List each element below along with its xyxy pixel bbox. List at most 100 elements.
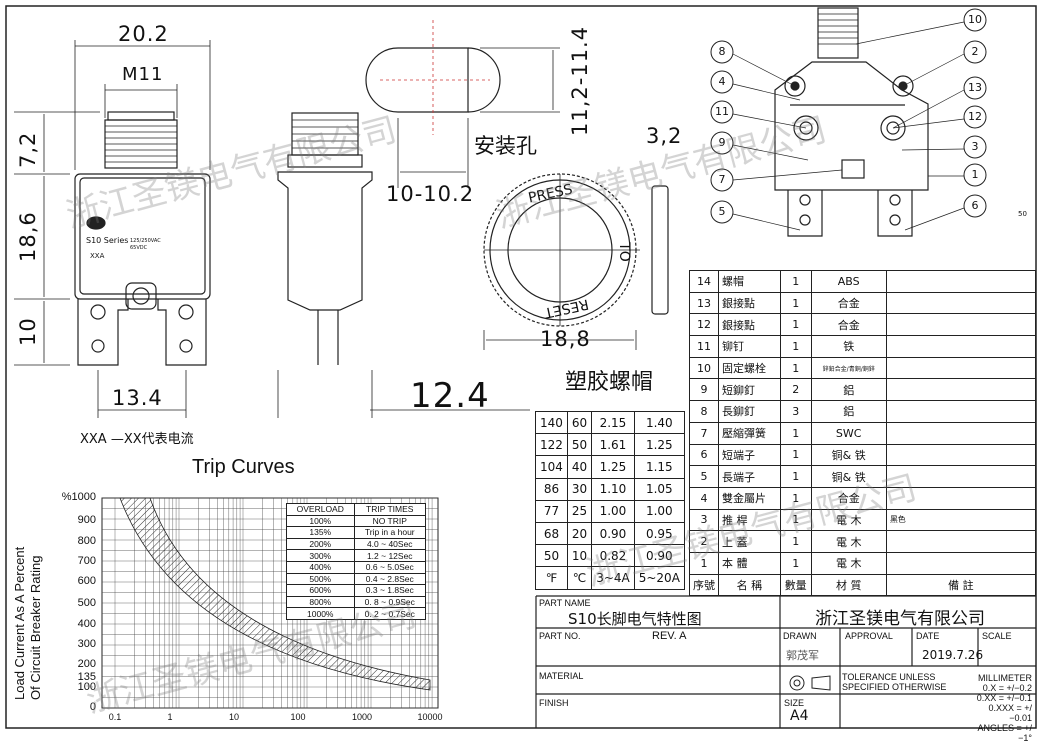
bom-remarks xyxy=(885,270,1037,293)
size-label: SIZE xyxy=(784,698,805,708)
label-xxa: XXA xyxy=(90,252,105,260)
bom-material: SWC xyxy=(810,421,887,445)
bom-name: 長端子 xyxy=(718,465,781,488)
tolerance-0x: 0.X = +/−0.2 xyxy=(982,683,1032,693)
trip-time: NO TRIP xyxy=(353,514,426,528)
bom-material: 電 木 xyxy=(810,551,887,575)
finish-label: FINISH xyxy=(539,698,569,708)
trip-time: 0. 8 ~ 0.9Sec xyxy=(353,595,426,609)
tolerance-line-2: SPECIFIED OTHERWISE xyxy=(842,682,947,692)
factor-5-20a: 1.25 xyxy=(633,433,685,457)
dim-cap-diameter: 18,8 xyxy=(540,327,591,351)
side-note: 50 xyxy=(1018,210,1027,218)
material-label: MATERIAL xyxy=(539,671,584,681)
factor-5-20a: 0.95 xyxy=(633,521,685,546)
bom-name: 銀接點 xyxy=(718,313,781,337)
dim-width: 20.2 xyxy=(118,22,169,46)
bom-no: 10 xyxy=(689,356,719,380)
trip-curves-ylabel: Load Current As A Percent Of Circuit Bre… xyxy=(12,547,44,700)
bom-header-qty: 數量 xyxy=(779,573,812,597)
overload-header-overload: OVERLOAD xyxy=(286,503,355,516)
y-tick: 400 xyxy=(77,618,96,630)
factor-5-20a: 1.00 xyxy=(633,499,685,523)
overload-row: 200%4.0 ~ 40Sec xyxy=(286,537,426,551)
bom-no: 13 xyxy=(689,291,719,315)
bom-name: 本 體 xyxy=(718,551,781,575)
x-tick: 100 xyxy=(290,712,306,722)
bom-material: 鋁 xyxy=(810,378,887,402)
bom-remarks xyxy=(885,530,1037,553)
bom-no: 4 xyxy=(689,486,719,510)
overload-percent: 300% xyxy=(286,549,355,562)
bom-name: 固定螺栓 xyxy=(718,356,781,380)
overload-header-row: OVERLOAD TRIP TIMES xyxy=(286,503,426,516)
overload-row: 800%0. 8 ~ 0.9Sec xyxy=(286,595,426,609)
approval-label: APPROVAL xyxy=(845,631,893,641)
plastic-nut-label: 塑胶螺帽 xyxy=(565,370,654,395)
bom-no: 14 xyxy=(689,270,719,293)
tolerance-unit: MILLIMETER xyxy=(977,673,1032,683)
tolerance-0xx: 0.XX = +/−0.1 xyxy=(976,693,1032,703)
temp-c: 10 xyxy=(566,544,593,568)
dim-hole-height: 11,2-11.4 xyxy=(568,25,592,136)
bom-material: 鋁 xyxy=(810,400,887,423)
bom-qty: 1 xyxy=(779,270,812,293)
overload-percent: 500% xyxy=(286,572,355,586)
bom-qty: 1 xyxy=(779,335,812,358)
dim-thread: M11 xyxy=(122,64,164,85)
label-series: S10 Series xyxy=(86,236,129,245)
bom-name: 長鉚釘 xyxy=(718,400,781,423)
y-tick: 0 xyxy=(89,701,96,713)
bom-material: 铜& 铁 xyxy=(810,465,887,488)
temp-f: ℉ xyxy=(535,566,568,590)
bom-name: 推 桿 xyxy=(718,508,781,532)
y-tick: 800 xyxy=(77,535,96,547)
y-tick: 600 xyxy=(77,575,96,587)
temp-f: 77 xyxy=(535,499,568,523)
dim-terminal-height: 10 xyxy=(16,317,40,346)
bom-remarks xyxy=(885,486,1037,510)
bom-qty: 1 xyxy=(779,465,812,488)
balloon-8: 8 xyxy=(718,45,726,58)
bom-remarks xyxy=(885,356,1037,380)
bom-qty: 3 xyxy=(779,400,812,423)
dim-lead-length: 12.4 xyxy=(410,376,490,416)
bom-name: 短鉚釘 xyxy=(718,378,781,402)
x-tick: 10000 xyxy=(417,712,443,722)
factor-3-4a: 0.90 xyxy=(591,521,635,546)
bom-material: 铜& 铁 xyxy=(810,443,887,467)
bom-no: 7 xyxy=(689,421,719,445)
overload-row: 600%0.3 ~ 1.8Sec xyxy=(286,584,426,597)
balloon-1: 1 xyxy=(971,168,979,181)
trip-time: 1.2 ~ 12Sec xyxy=(353,549,426,562)
balloon-4: 4 xyxy=(718,75,726,88)
bom-remarks xyxy=(885,400,1037,423)
bom-header-material: 材 質 xyxy=(810,573,887,597)
overload-percent: 135% xyxy=(286,526,355,539)
label-rating-ac: 125/250VAC xyxy=(130,238,161,244)
temp-c: 40 xyxy=(566,455,593,479)
x-tick: 0.1 xyxy=(108,712,122,722)
y-tick: 300 xyxy=(77,638,96,650)
temp-c: 50 xyxy=(566,433,593,457)
bom-no: 6 xyxy=(689,443,719,467)
factor-3-4a: 1.10 xyxy=(591,477,635,501)
y-tick: 500 xyxy=(77,597,96,609)
bom-qty: 2 xyxy=(779,378,812,402)
bom-remarks xyxy=(885,421,1037,445)
factor-5-20a: 1.05 xyxy=(633,477,685,501)
bom-remarks xyxy=(885,313,1037,337)
bom-no: 3 xyxy=(689,508,719,532)
bom-material: ABS xyxy=(810,270,887,293)
drawn-by: 郭茂军 xyxy=(786,649,819,662)
